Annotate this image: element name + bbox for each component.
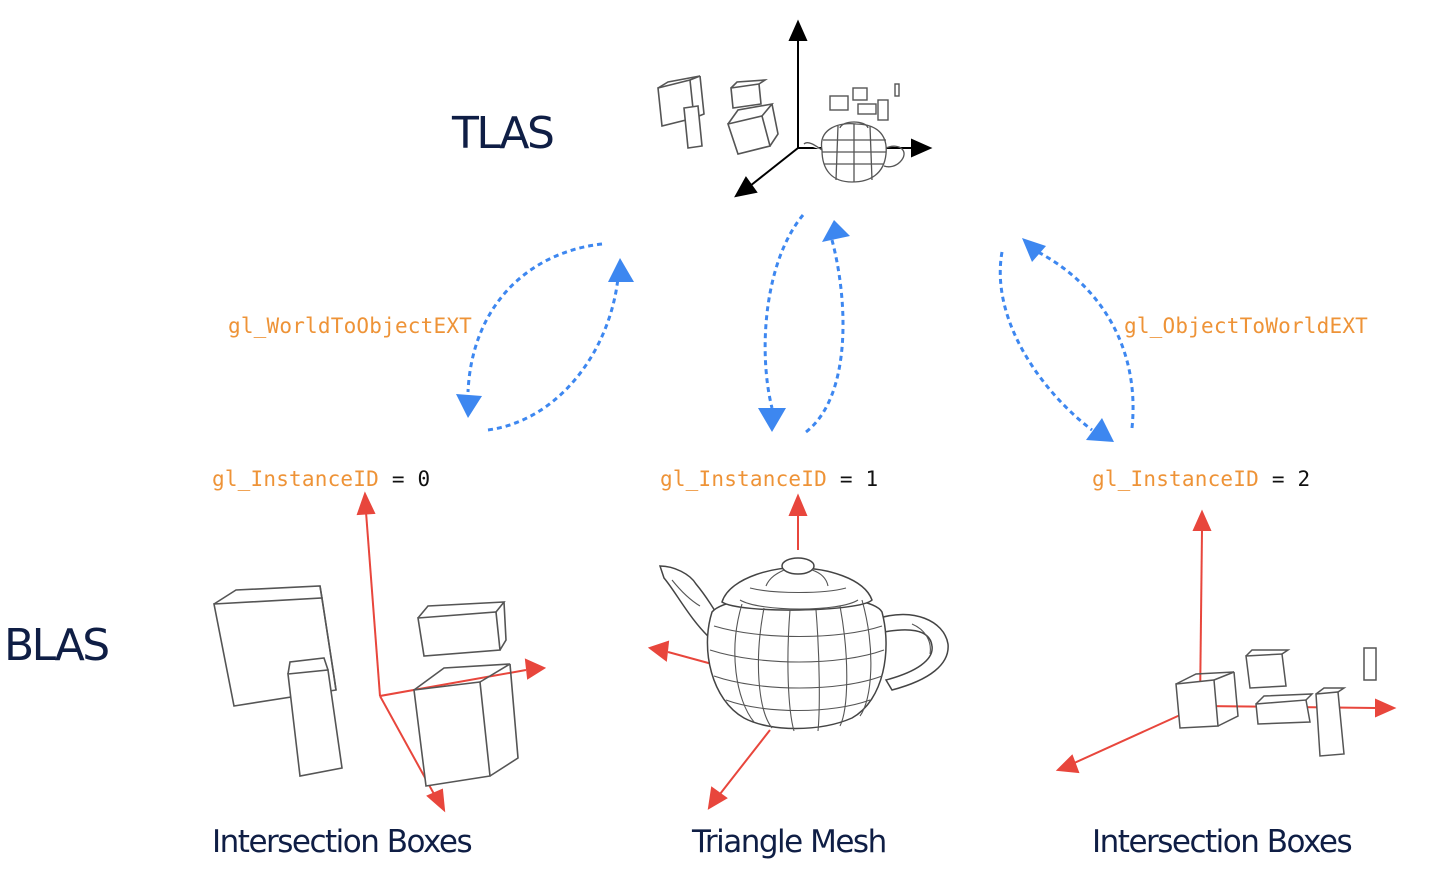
instance-id-value: 1 (865, 467, 879, 491)
blas-heading: BLAS (4, 620, 110, 671)
transform-arrows (466, 214, 1135, 434)
blas2-local-axes (1055, 509, 1397, 774)
instance-id-builtin: gl_InstanceID (1092, 467, 1259, 491)
instance-id-value: 0 (417, 467, 431, 491)
blas1-local-axes (647, 493, 808, 810)
tlas-instance-boxes-left (657, 75, 779, 155)
blas2-boxes (1175, 647, 1377, 757)
caption-instance-1: Triangle Mesh (692, 824, 887, 860)
object-to-world-label: gl_ObjectToWorldEXT (1124, 314, 1369, 338)
instance-id-value: 2 (1297, 467, 1311, 491)
tlas-teapot (803, 121, 905, 183)
blas0-local-axes (356, 491, 547, 813)
tlas-instance-boxes-right (829, 83, 900, 121)
transform-arrowheads (456, 220, 1114, 442)
instance-id-label-2: gl_InstanceID = 2 (1092, 467, 1310, 491)
instance-id-label-1: gl_InstanceID = 1 (660, 467, 878, 491)
world-to-object-label: gl_WorldToObjectEXT (228, 314, 473, 338)
instance-id-equals: = (839, 467, 853, 491)
caption-instance-0: Intersection Boxes (212, 824, 473, 860)
caption-instance-2: Intersection Boxes (1092, 824, 1353, 860)
instance-id-builtin: gl_InstanceID (660, 467, 827, 491)
instance-id-label-0: gl_InstanceID = 0 (212, 467, 430, 491)
blas1-teapot (658, 557, 949, 732)
tlas-heading: TLAS (452, 108, 555, 159)
instance-id-equals: = (1271, 467, 1285, 491)
blas0-boxes (213, 585, 519, 787)
instance-id-equals: = (391, 467, 405, 491)
instance-id-builtin: gl_InstanceID (212, 467, 379, 491)
